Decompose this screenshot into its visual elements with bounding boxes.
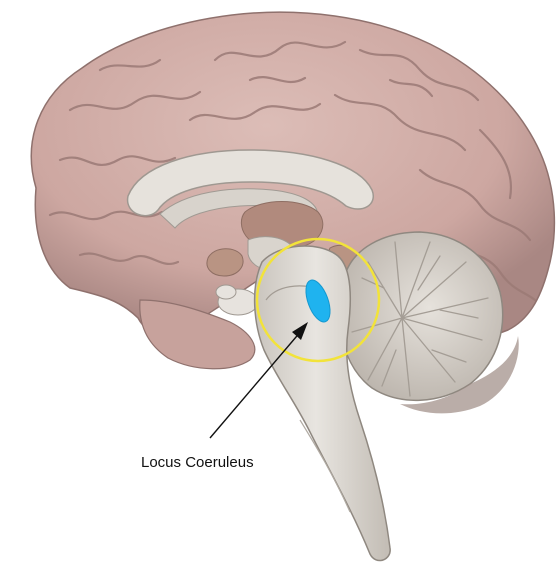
hypothalamus [207,249,243,276]
mammillary-body [216,285,236,299]
cerebellum [340,232,503,400]
locus-coeruleus-label: Locus Coeruleus [141,454,254,471]
